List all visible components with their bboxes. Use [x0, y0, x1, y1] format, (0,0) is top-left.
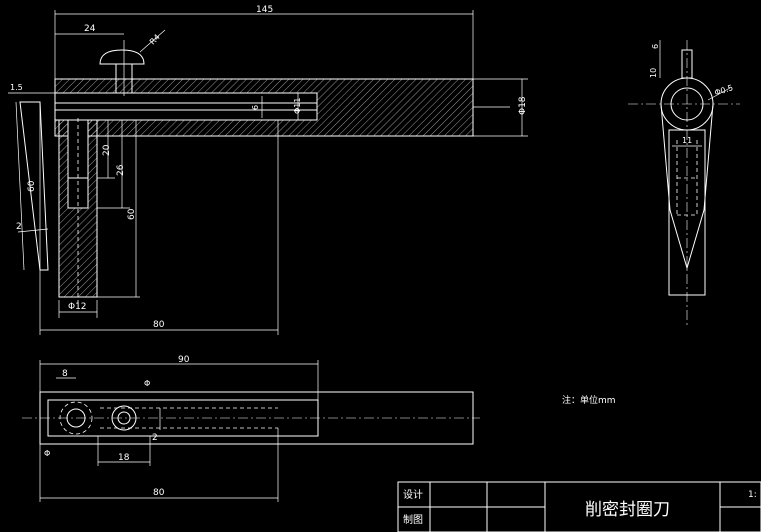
dim-side-11: 11 — [682, 136, 692, 145]
plan-hole-right-inner — [117, 411, 131, 425]
side-blade — [660, 103, 714, 270]
dim-dia-bottom: Φ — [44, 449, 50, 458]
dim-side-10: 10 — [649, 68, 658, 78]
dim-bottom-2: 2 — [152, 433, 158, 443]
dim-side-6: 6 — [651, 44, 660, 49]
dim-dia-top: Φ — [144, 379, 150, 388]
plan-hole-left — [59, 401, 93, 435]
dim-80-top: 80 — [153, 320, 165, 330]
design-label: 设计 — [403, 488, 423, 501]
slot — [54, 92, 318, 121]
dim-6: 6 — [251, 105, 260, 110]
dim-18: 18 — [118, 453, 130, 463]
scale: 1: — [748, 490, 757, 500]
plan-hole-left-inner — [66, 408, 86, 428]
dim-26: 26 — [116, 164, 126, 176]
title-block: 设计 制图 削密封圈刀 1: — [397, 481, 761, 532]
side-pin — [681, 49, 693, 79]
part-name: 削密封圈刀 — [585, 500, 670, 520]
dim-d12: Φ12 — [68, 302, 87, 312]
dim-20: 20 — [102, 144, 112, 156]
blade — [19, 101, 49, 271]
dim-d11: Φ11 — [293, 98, 302, 114]
side-circle-inner — [670, 87, 704, 121]
plan-bar — [39, 391, 474, 445]
dim-90: 90 — [178, 355, 190, 365]
dim-24: 24 — [84, 24, 96, 34]
dim-2: 2 — [16, 222, 22, 232]
side-leg — [668, 129, 706, 296]
unit-note: 注：单位mm — [562, 394, 616, 406]
dim-1-5: 1.5 — [10, 83, 23, 92]
front-view: 145 24 R4 1.5 6 Φ11 Φ18 20 26 60 60 — [8, 5, 528, 335]
dim-60-inner: 60 — [127, 208, 137, 220]
plan-hole-right — [111, 405, 137, 431]
dim-60-outer: 60 — [27, 180, 37, 192]
dim-side-r05: Φ0.5 — [713, 83, 734, 97]
dim-80-bottom: 80 — [153, 488, 165, 498]
dim-8: 8 — [62, 369, 68, 379]
draft-label: 制图 — [403, 513, 423, 526]
pin-head — [99, 49, 145, 65]
plan-slot — [47, 399, 319, 437]
dim-d18: Φ18 — [518, 96, 528, 115]
dim-145: 145 — [256, 5, 273, 15]
plan-view: 90 8 Φ Φ 18 2 80 — [22, 355, 480, 502]
side-view: 6 10 Φ0.5 11 — [628, 40, 740, 328]
